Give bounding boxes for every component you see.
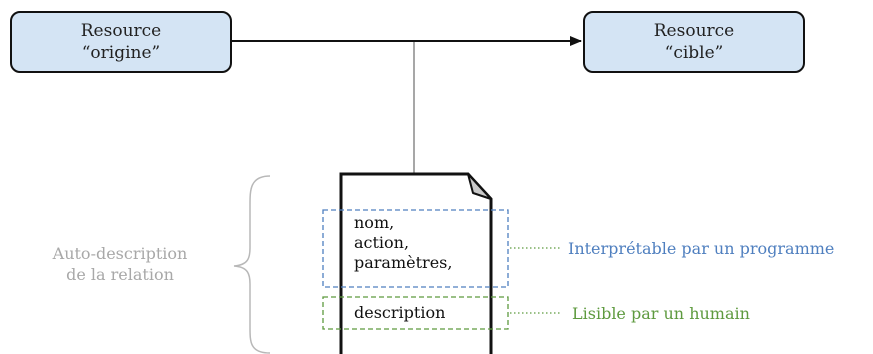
resource-target-line2: “cible”: [664, 43, 724, 63]
self-description-line2: de la relation: [66, 265, 174, 284]
document-line-parametres: paramètres,: [354, 253, 453, 272]
document-line-description: description: [354, 303, 446, 322]
self-description-label: Auto-description de la relation: [30, 243, 210, 285]
resource-target-line1: Resource: [653, 21, 735, 41]
self-description-line1: Auto-description: [52, 244, 188, 263]
document-human-text: description: [354, 303, 445, 323]
resource-origin-line1: Resource: [80, 21, 162, 41]
brace: [233, 175, 271, 354]
document-fold: [467, 173, 492, 200]
document-line-action: action,: [354, 233, 410, 252]
human-label: Lisible par un humain: [572, 304, 750, 323]
document-line-nom: nom,: [354, 213, 395, 232]
machine-box: [322, 209, 509, 288]
human-box: [322, 296, 509, 330]
resource-origin-node: Resource “origine”: [10, 11, 232, 73]
resource-target-node: Resource “cible”: [583, 11, 805, 73]
document-machine-text: nom, action, paramètres,: [354, 213, 452, 273]
machine-label: Interprétable par un programme: [568, 239, 835, 258]
resource-origin-line2: “origine”: [81, 43, 161, 63]
